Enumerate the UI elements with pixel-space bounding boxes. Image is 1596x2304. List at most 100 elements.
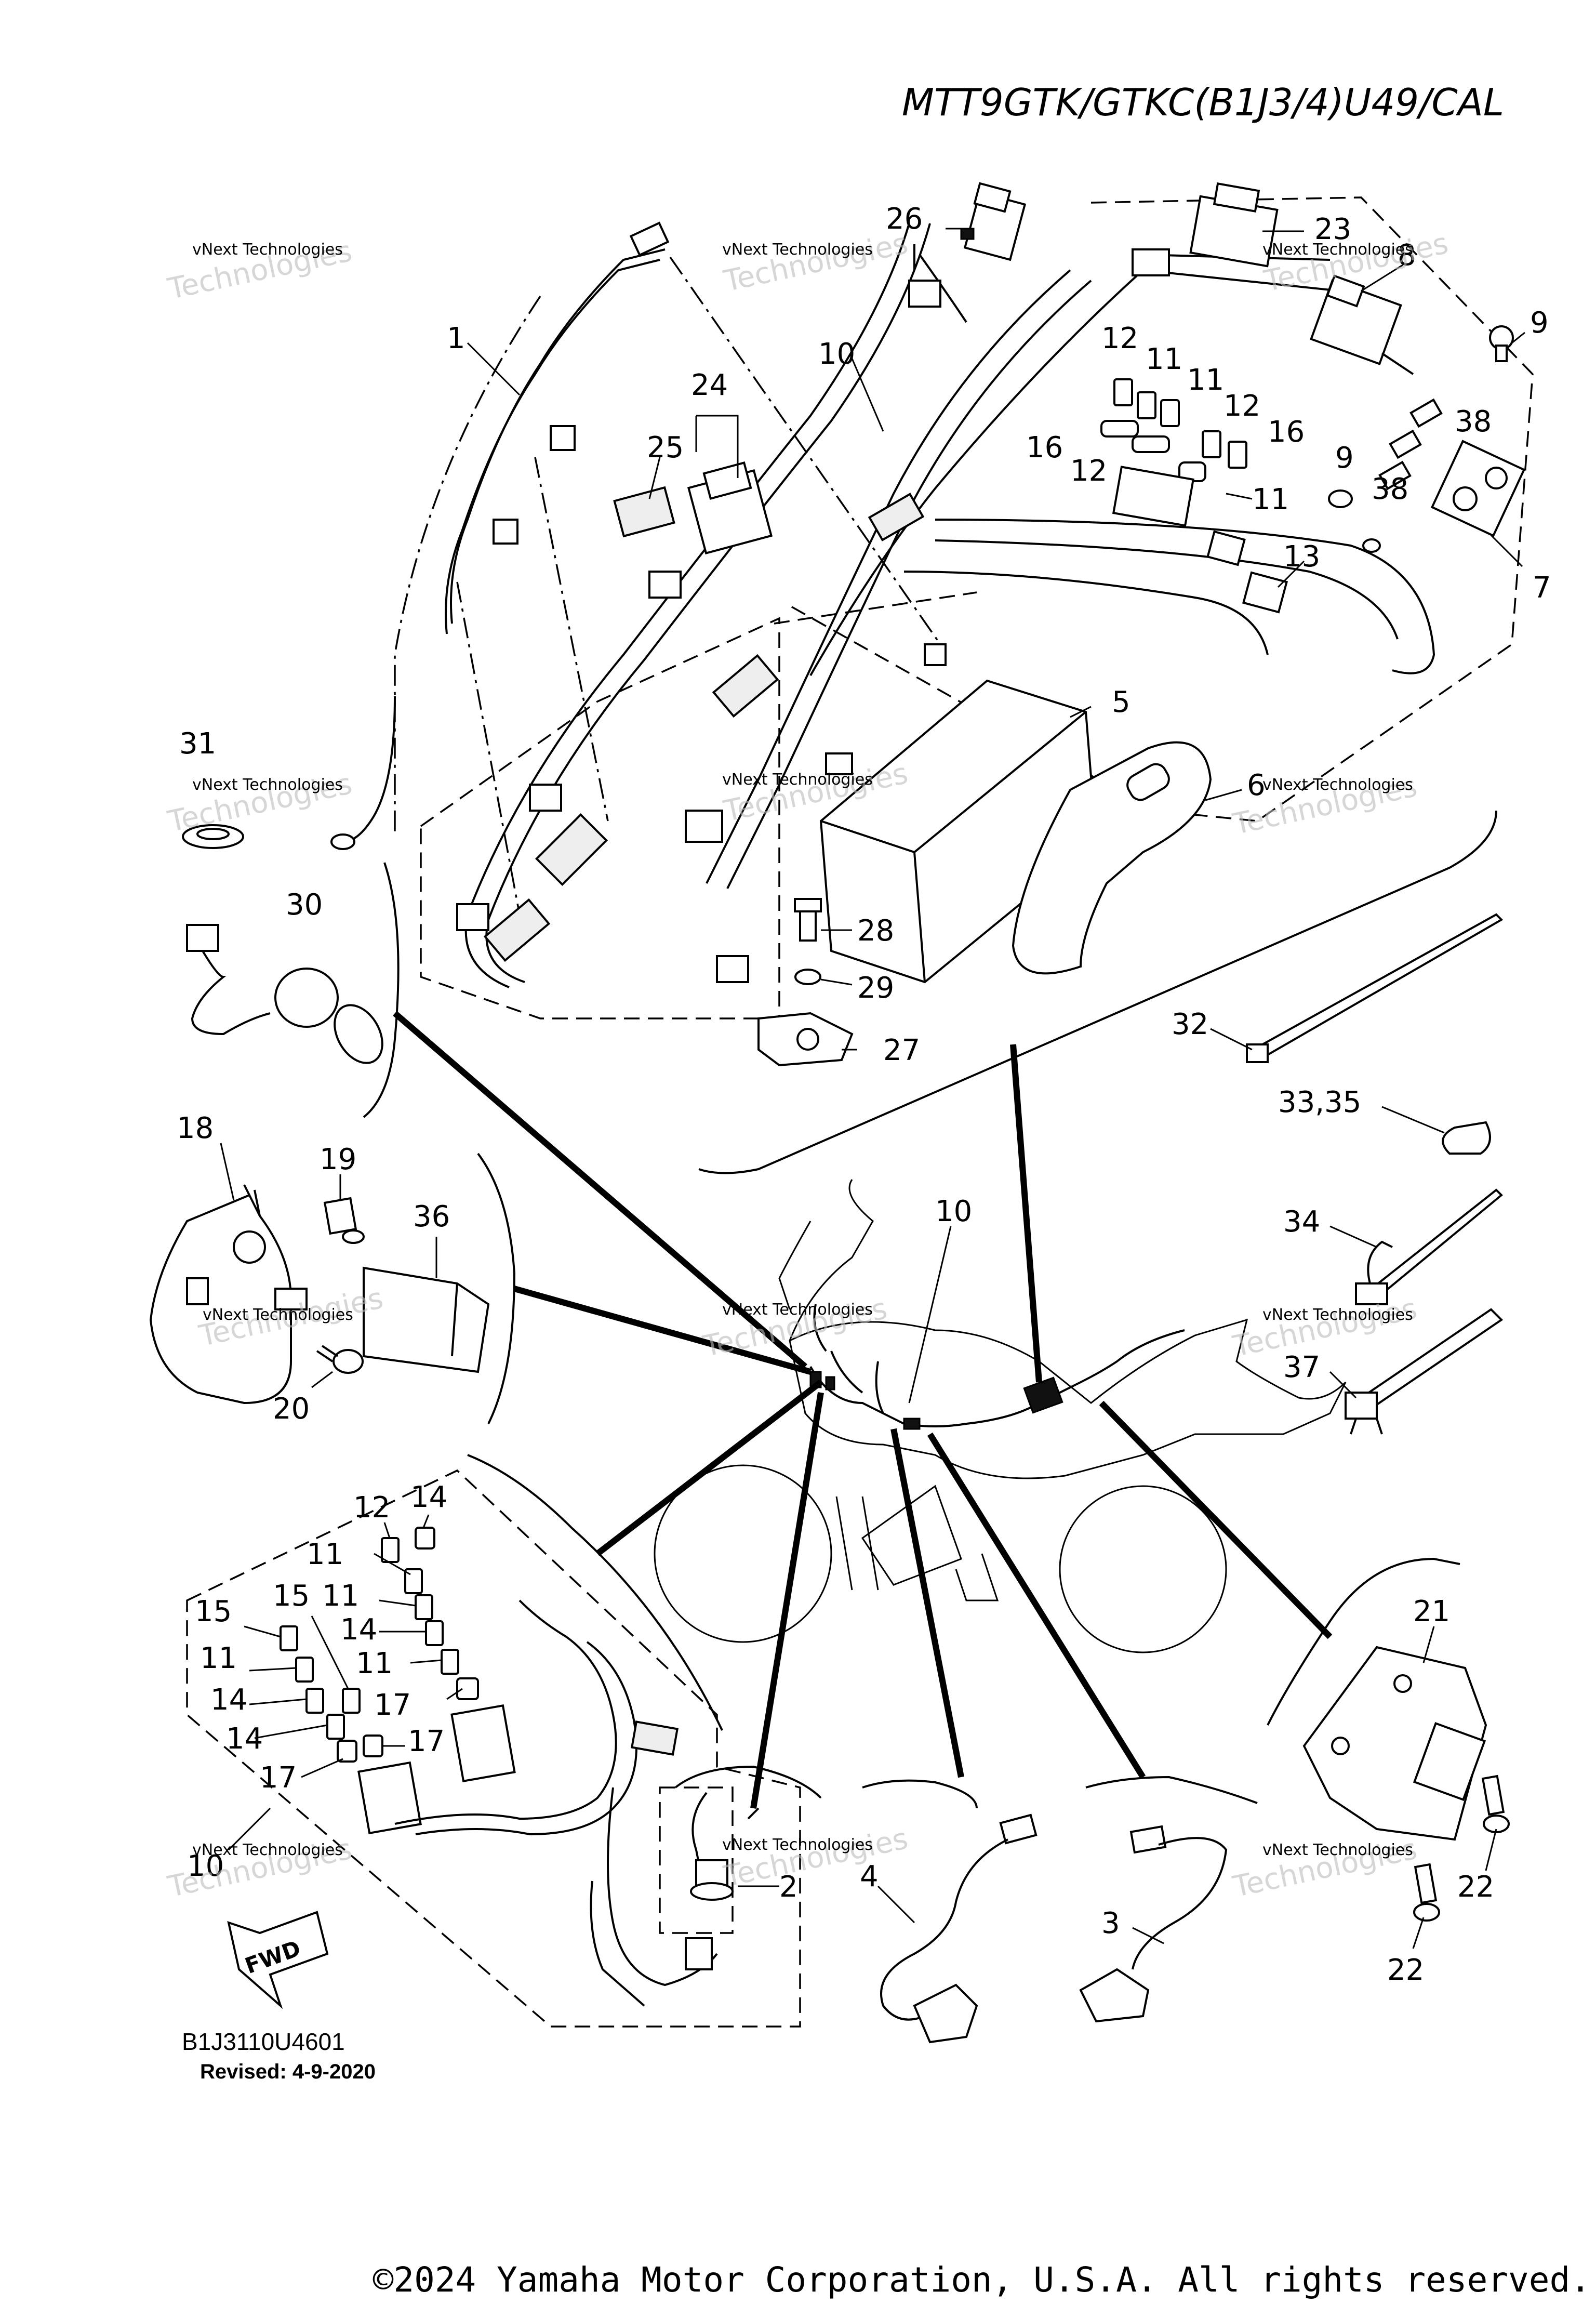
model-code: MTT9GTK/GTKC(B1J3/4)U49/CAL bbox=[902, 81, 1504, 124]
ecu-cover-18 bbox=[149, 1184, 308, 1405]
clip-19 bbox=[323, 1197, 365, 1244]
callout-line-lower-left bbox=[595, 1380, 823, 1556]
svg-text:vNext Technologies: vNext Technologies bbox=[722, 1301, 873, 1319]
connector-26 bbox=[960, 182, 1027, 261]
ecu-section-bracket bbox=[477, 1153, 516, 1424]
svg-text:vNext Technologies: vNext Technologies bbox=[1262, 241, 1413, 259]
sensor-2-tip bbox=[747, 1807, 760, 1820]
leader-24 bbox=[695, 415, 739, 478]
leader-4 bbox=[877, 1885, 915, 1924]
callout-37: 37 bbox=[1283, 1350, 1320, 1384]
lower-harness-c bbox=[607, 1787, 718, 1987]
main-harness-line-d bbox=[726, 280, 1092, 889]
callout-8: 8 bbox=[1398, 239, 1416, 272]
leader-l17a bbox=[446, 1688, 463, 1700]
fuse-14-b bbox=[425, 1620, 444, 1646]
callout-28: 28 bbox=[857, 914, 894, 948]
bike-harness-plug-c bbox=[903, 1418, 921, 1430]
bike-fork bbox=[835, 1496, 879, 1591]
leader-9-top bbox=[1511, 332, 1525, 344]
callout-38-b: 38 bbox=[1372, 472, 1408, 506]
sensor-2-base bbox=[690, 1882, 734, 1901]
svg-text:vNext Technologies: vNext Technologies bbox=[192, 241, 343, 259]
sensor-2-lead bbox=[691, 1792, 708, 1876]
callout-12-b: 12 bbox=[1223, 389, 1260, 423]
fuse-14-top bbox=[415, 1527, 435, 1550]
ecu-36 bbox=[363, 1266, 490, 1373]
leader-21 bbox=[1422, 1626, 1435, 1663]
main-harness-loop-c bbox=[903, 571, 1269, 655]
svg-text:Technologies: Technologies bbox=[721, 1822, 911, 1894]
svg-text:vNext Technologies: vNext Technologies bbox=[1262, 776, 1413, 794]
callout-20: 20 bbox=[273, 1392, 310, 1426]
callout-24: 24 bbox=[691, 368, 728, 402]
socket-30-body bbox=[274, 968, 339, 1028]
lower-harness-connector bbox=[685, 1937, 713, 1970]
callout-9-top: 9 bbox=[1530, 306, 1549, 340]
watermark-h: Technologies vNext Technologies bbox=[700, 1292, 890, 1364]
socket-30-bracket bbox=[363, 862, 400, 1118]
bracket-27 bbox=[757, 1012, 854, 1067]
callout-1: 1 bbox=[447, 322, 466, 355]
fuse-14-c bbox=[305, 1688, 324, 1714]
callout-19: 19 bbox=[320, 1143, 356, 1176]
callout-6: 6 bbox=[1247, 769, 1266, 802]
main-harness-line-c bbox=[706, 269, 1071, 884]
callout-line-21 bbox=[1099, 1400, 1333, 1639]
callout-22-upper: 22 bbox=[1457, 1870, 1494, 1904]
lower-tape-wrap bbox=[630, 1720, 679, 1756]
routing-line-b bbox=[456, 581, 521, 915]
sensor-4 bbox=[862, 1779, 1038, 2044]
bike-harness-plug-b bbox=[825, 1376, 835, 1391]
motorcycle-silhouette bbox=[654, 1179, 1347, 1653]
callout-l14a: 14 bbox=[410, 1480, 447, 1514]
callout-10-center: 10 bbox=[935, 1195, 972, 1228]
fuse-box-lower-b bbox=[450, 1704, 516, 1783]
earth-cable bbox=[342, 696, 396, 843]
leader-10-center bbox=[908, 1226, 952, 1403]
callout-31: 31 bbox=[179, 727, 216, 761]
callout-line-2 bbox=[750, 1392, 824, 1809]
leader-5 bbox=[1070, 706, 1092, 718]
callout-16-a: 16 bbox=[1026, 431, 1063, 465]
watermark-k: Technologies vNext Technologies bbox=[721, 1822, 911, 1894]
dash-connector bbox=[774, 591, 977, 625]
fuse-box-24 bbox=[613, 461, 773, 555]
leader-l15a bbox=[244, 1625, 281, 1638]
main-harness-loop-b bbox=[935, 539, 1399, 640]
sensor-3-connector bbox=[1079, 1968, 1150, 2023]
callout-line-top bbox=[1010, 1044, 1042, 1383]
callout-38-a: 38 bbox=[1455, 405, 1492, 439]
watermark-a: Technologies vNext Technologies bbox=[165, 234, 355, 307]
fuse-17-b bbox=[363, 1734, 383, 1757]
top-section-boundary bbox=[698, 810, 1497, 1174]
harness-connector-b bbox=[456, 903, 489, 931]
ecu-21-bracket bbox=[1267, 1557, 1460, 1726]
callout-9-middle: 9 bbox=[1335, 441, 1354, 475]
callout-34: 34 bbox=[1283, 1205, 1320, 1239]
callout-l17b: 17 bbox=[408, 1725, 445, 1758]
top-section bbox=[182, 182, 1534, 1174]
callout-11-a: 11 bbox=[1146, 342, 1182, 376]
callout-13: 13 bbox=[1283, 540, 1320, 574]
leader-6 bbox=[1205, 789, 1242, 801]
watermark-b: Technologies vNext Technologies bbox=[721, 227, 911, 299]
svg-text:vNext Technologies: vNext Technologies bbox=[192, 776, 343, 794]
fwd-arrow-icon: FWD bbox=[227, 1911, 329, 2009]
bolt-28 bbox=[794, 898, 822, 942]
battery-band-6 bbox=[1012, 741, 1212, 975]
callout-l17c: 17 bbox=[260, 1761, 297, 1795]
callout-26: 26 bbox=[886, 202, 923, 236]
tape-wrap-a bbox=[868, 493, 925, 541]
svg-text:vNext Technologies: vNext Technologies bbox=[1262, 1841, 1413, 1859]
harness-1-clip-b bbox=[493, 519, 518, 545]
callout-25: 25 bbox=[647, 431, 684, 465]
callout-l11c: 11 bbox=[356, 1647, 393, 1680]
front-wheel bbox=[654, 1464, 832, 1643]
sensor-4-top-plug bbox=[999, 1813, 1038, 1845]
ecu-21-port bbox=[1413, 1722, 1486, 1802]
earth-terminal bbox=[330, 833, 355, 850]
leader-7 bbox=[1490, 534, 1523, 567]
revised-date: Revised: 4-9-2020 bbox=[200, 2060, 376, 2083]
fuse-17-a bbox=[456, 1677, 479, 1700]
